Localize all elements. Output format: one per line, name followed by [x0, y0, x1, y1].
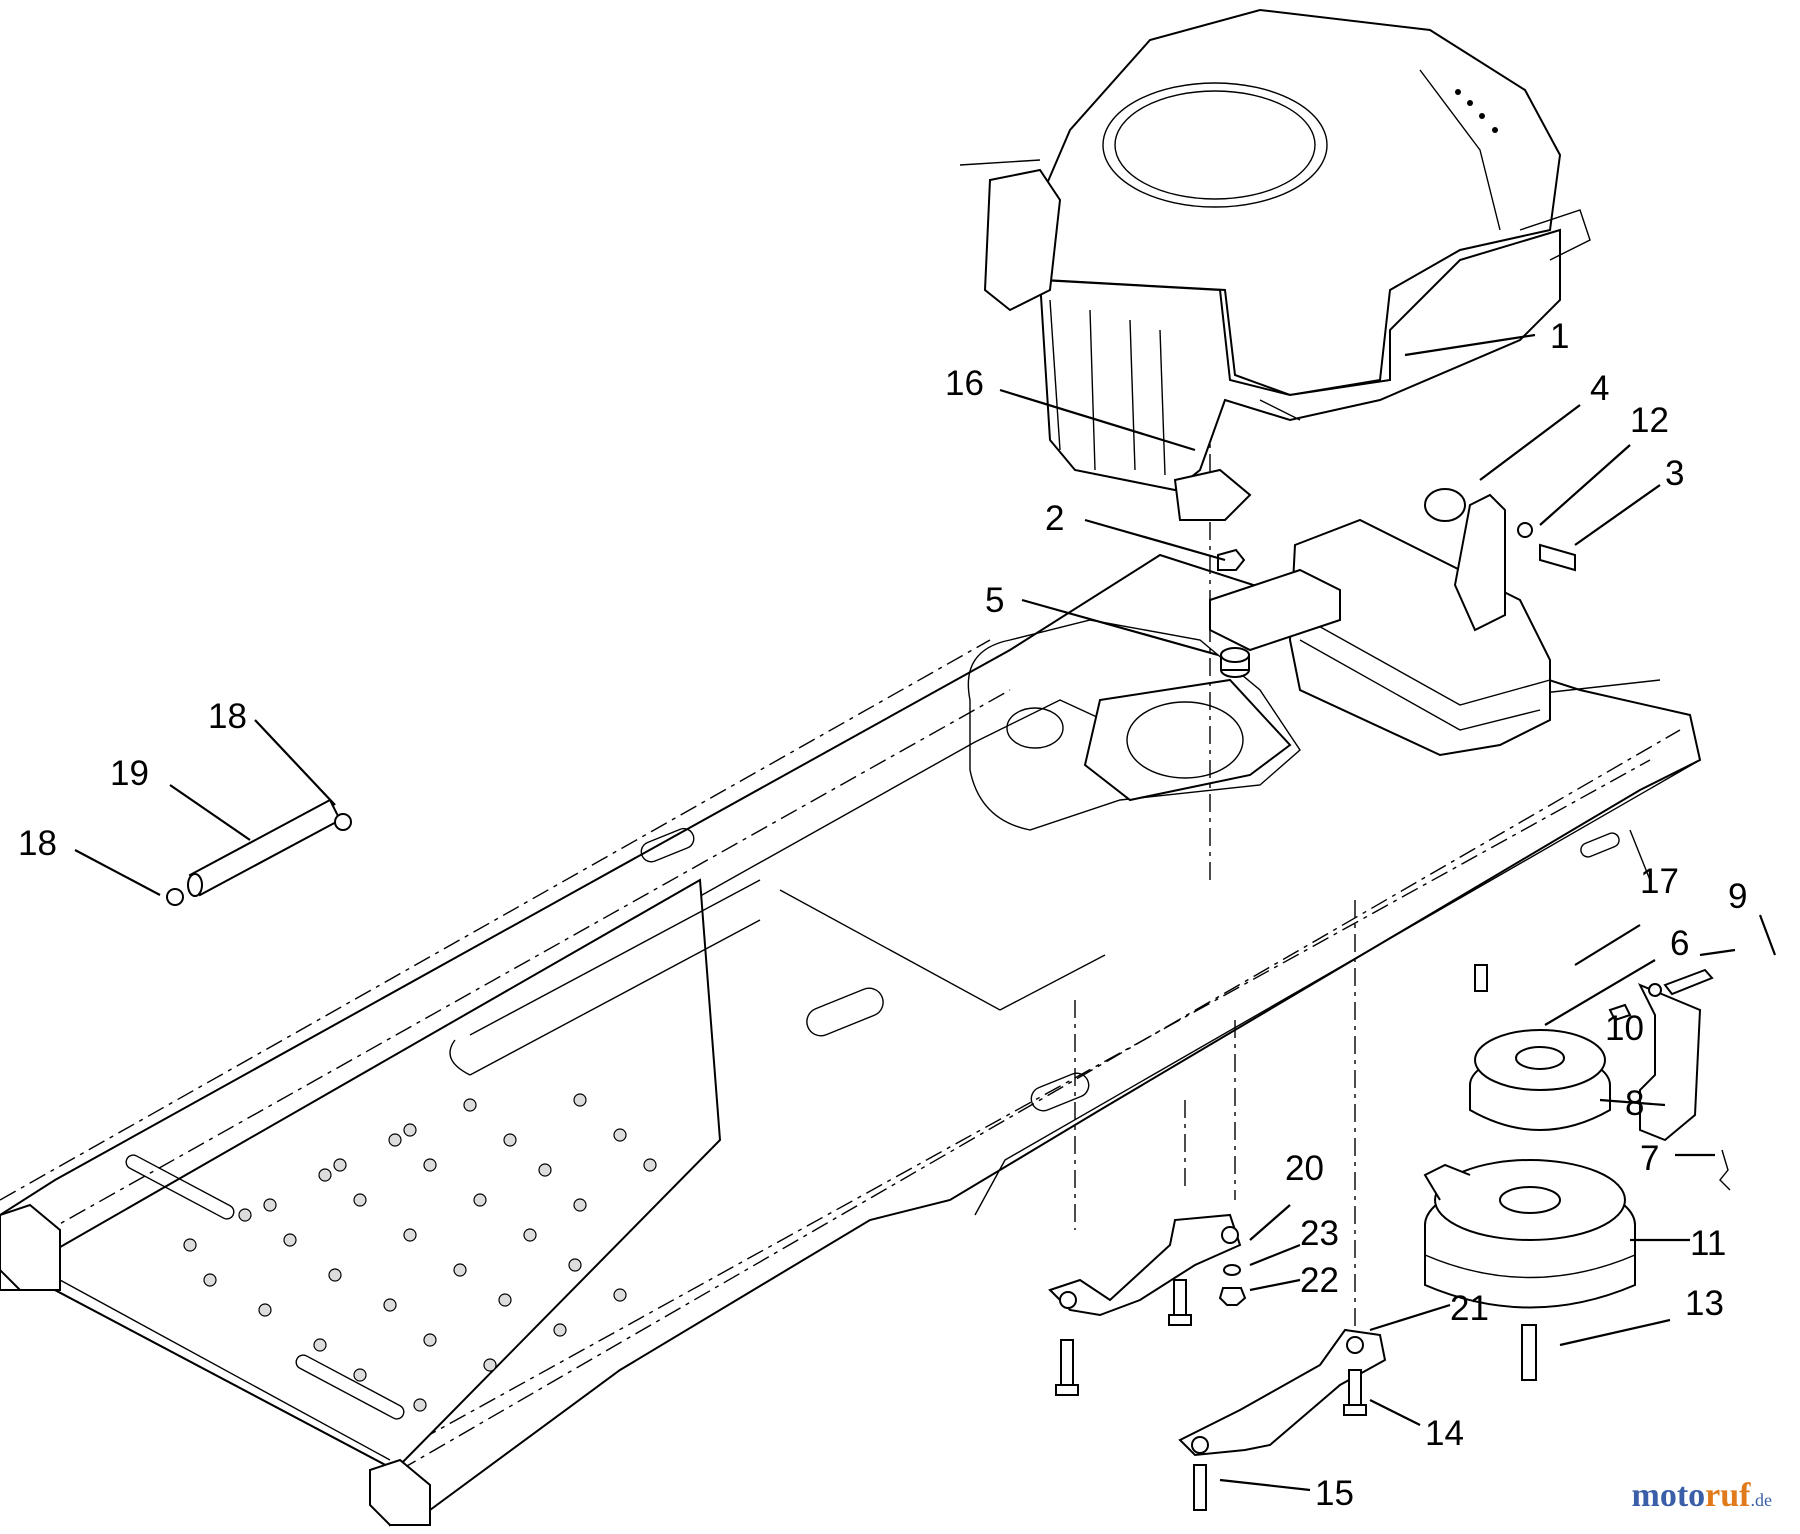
callout-20: 20 — [1285, 1149, 1324, 1188]
footrest-holes — [183, 1093, 657, 1412]
engine — [959, 8, 1591, 521]
leader-lines — [74, 333, 1777, 1492]
callout-6: 6 — [1670, 924, 1689, 963]
callout-7: 7 — [1640, 1139, 1659, 1178]
callout-2: 2 — [1045, 499, 1064, 538]
small-parts — [1217, 548, 1250, 678]
fuel-hose — [166, 798, 352, 906]
callout-1: 1 — [1550, 317, 1569, 356]
engine-arms — [1048, 1213, 1537, 1511]
watermark-part3: .de — [1750, 1490, 1773, 1510]
callout-8: 8 — [1625, 1084, 1644, 1123]
callout-10: 10 — [1605, 1009, 1644, 1048]
callout-16: 16 — [945, 364, 984, 403]
callout-labels: 1 2 3 4 5 6 7 8 9 10 11 12 13 14 15 16 1… — [18, 317, 1747, 1513]
callout-14: 14 — [1425, 1414, 1464, 1453]
callout-15: 15 — [1315, 1474, 1354, 1513]
callout-23: 23 — [1300, 1214, 1339, 1253]
muffler — [1288, 488, 1576, 757]
callout-12: 12 — [1630, 401, 1669, 440]
callout-13: 13 — [1685, 1284, 1724, 1323]
callout-3: 3 — [1665, 454, 1684, 493]
callout-19: 19 — [110, 754, 149, 793]
watermark-logo: motoruf.de — [1632, 1477, 1772, 1515]
pulley-clutch — [1423, 964, 1636, 1309]
callout-18b: 18 — [18, 824, 57, 863]
watermark-part2: ruf — [1705, 1477, 1751, 1514]
watermark-part1: moto — [1631, 1477, 1706, 1514]
heat-shield — [1209, 568, 1341, 652]
callout-21: 21 — [1450, 1289, 1489, 1328]
callout-5: 5 — [985, 581, 1004, 620]
clutch-bracket — [1608, 968, 1731, 1191]
callout-9: 9 — [1728, 877, 1747, 916]
callout-17: 17 — [1640, 862, 1679, 901]
callout-18a: 18 — [208, 697, 247, 736]
callout-4: 4 — [1590, 369, 1609, 408]
callout-11: 11 — [1690, 1224, 1726, 1263]
chassis-frame — [0, 420, 1702, 1527]
callout-22: 22 — [1300, 1261, 1339, 1300]
